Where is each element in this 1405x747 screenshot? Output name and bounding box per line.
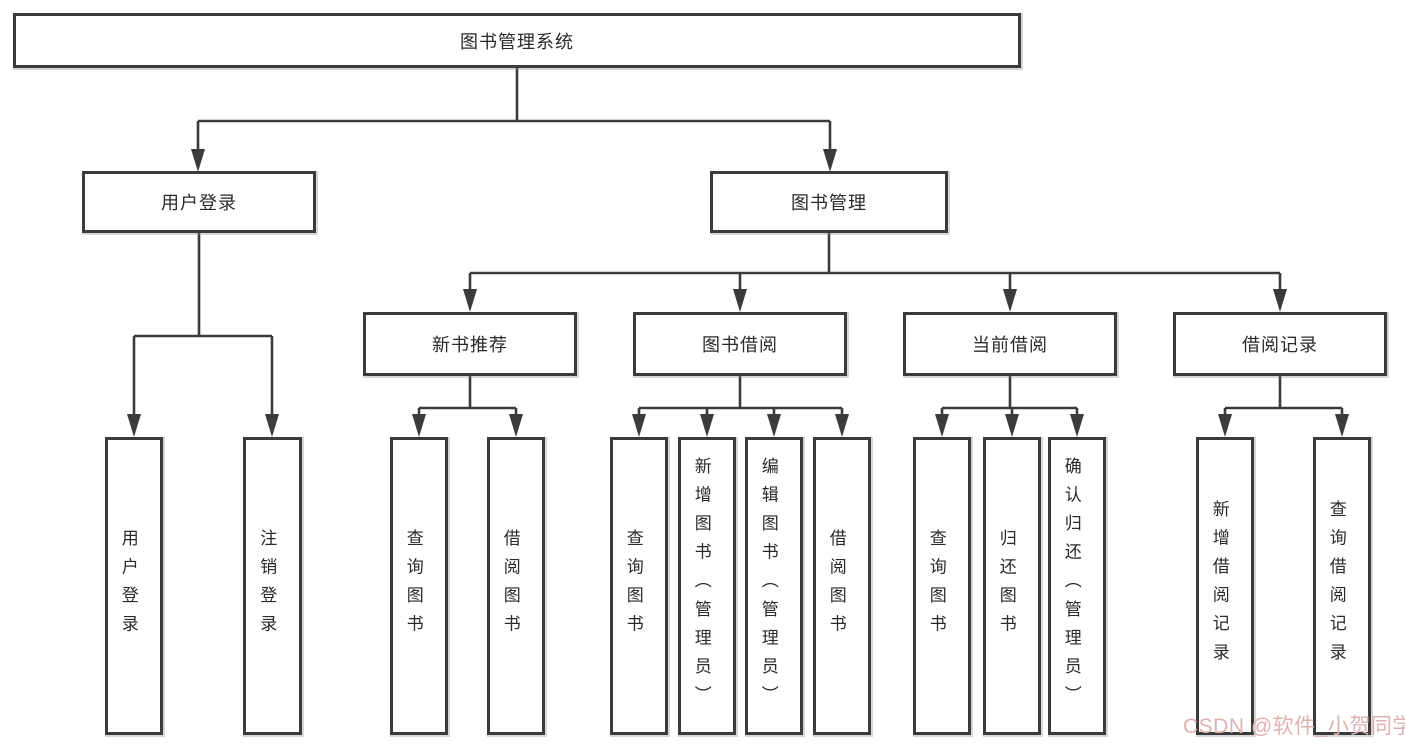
watermark: CSDN @软件_小贺同学 [1183,715,1405,738]
leaf-user-login-label: 用户登录 [118,528,138,644]
leaf-borrow-book-recommend: 借阅图书 [487,437,545,735]
leaf-edit-book-admin-label: 编辑图书（管理员） [758,457,778,715]
leaf-logout: 注销登录 [243,437,302,735]
leaf-query-borrow-record: 查询借阅记录 [1313,437,1371,735]
leaf-add-borrow-record: 新增借阅记录 [1196,437,1254,735]
node-borrow-records-label: 借阅记录 [1242,335,1318,355]
leaf-query-book-borrowing-label: 查询图书 [623,528,643,644]
node-book-management-label: 图书管理 [791,193,867,213]
leaf-user-login: 用户登录 [105,437,163,735]
leaf-borrow-book-borrowing: 借阅图书 [813,437,871,735]
leaf-query-book-current: 查询图书 [913,437,971,735]
leaf-edit-book-admin: 编辑图书（管理员） [745,437,803,735]
leaf-return-book: 归还图书 [983,437,1041,735]
leaf-query-book-borrowing: 查询图书 [610,437,668,735]
node-new-book-recommend: 新书推荐 [363,312,577,376]
leaf-confirm-return-admin-label: 确认归还（管理员） [1061,457,1081,715]
leaf-query-book-recommend: 查询图书 [390,437,448,735]
leaf-borrow-book-borrowing-label: 借阅图书 [826,528,846,644]
node-user-login: 用户登录 [82,171,316,233]
node-borrow-records: 借阅记录 [1173,312,1387,376]
node-new-book-recommend-label: 新书推荐 [432,335,508,355]
leaf-logout-label: 注销登录 [257,528,277,644]
leaf-confirm-return-admin: 确认归还（管理员） [1048,437,1106,735]
leaf-add-borrow-record-label: 新增借阅记录 [1209,500,1229,672]
leaf-add-book-admin-label: 新增图书（管理员） [691,457,711,715]
leaf-return-book-label: 归还图书 [996,528,1016,644]
node-book-borrowing-label: 图书借阅 [702,335,778,355]
node-book-borrowing: 图书借阅 [633,312,847,376]
leaf-query-borrow-record-label: 查询借阅记录 [1326,500,1346,672]
arrowhead-icons [127,149,1349,437]
leaf-add-book-admin: 新增图书（管理员） [678,437,736,735]
node-root-label: 图书管理系统 [460,31,574,52]
node-book-management: 图书管理 [710,171,948,233]
node-root: 图书管理系统 [13,13,1021,68]
node-current-borrowing: 当前借阅 [903,312,1117,376]
node-current-borrowing-label: 当前借阅 [972,335,1048,355]
leaf-query-book-recommend-label: 查询图书 [403,528,423,644]
leaf-query-book-current-label: 查询图书 [926,528,946,644]
leaf-borrow-book-recommend-label: 借阅图书 [500,528,520,644]
node-user-login-label: 用户登录 [161,193,237,213]
